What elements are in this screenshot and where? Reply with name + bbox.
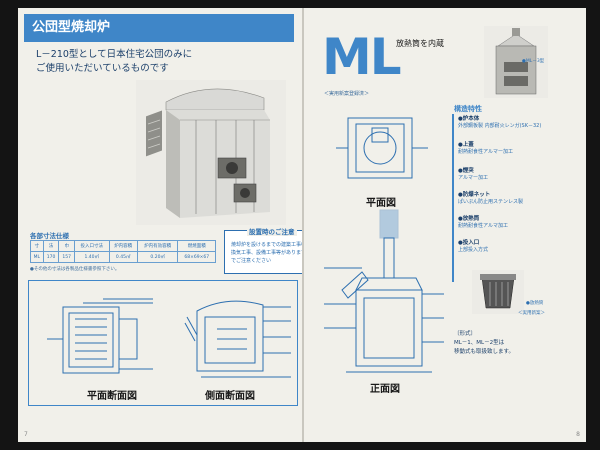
spec-table: 寸 法 巾 投入口寸法 炉内容積 炉内有効容積 燃焼面積 ML 170 157 … (30, 240, 216, 263)
feature-item: ●放熱筒耐熱耐食性アルマ加工 (458, 216, 508, 230)
feature-item: ●炉本体外部鋼板製 内部耐火レンガ(SK－32) (458, 116, 541, 130)
ml-caption: ＜実用新案登録済＞ (324, 91, 370, 97)
feature-item: ●上蓋耐熱耐食性アルマー加工 (458, 142, 513, 156)
ml-logo: ML (322, 28, 402, 86)
side-section-drawing (184, 300, 291, 378)
spec-cell: 寸 (30, 240, 44, 252)
types-line-2: 移動式も取扱致します。 (454, 349, 514, 355)
heat-cylinder-caption: ＜実用新案＞ (518, 311, 545, 316)
types-head: 〔形式〕 (454, 331, 477, 337)
caption-front-view: 正面図 (370, 384, 400, 395)
right-page: ML 放熱筒を内蔵 ＜実用新案登録済＞ ●ML－3型 構造特性 ●炉本体外部鋼板… (304, 8, 586, 442)
spec-cell: 0.20㎡ (136, 251, 179, 263)
heat-cylinder-label: ●放熱筒 (526, 301, 544, 306)
types-note: 〔形式〕 ML－1、ML－2型は 移動式も取扱致します。 (454, 330, 514, 357)
left-page: 公団型焼却炉 L－210型として日本住宅公団のみに ご使用いただいているものです… (18, 8, 316, 442)
spec-cell: 法 (42, 240, 60, 252)
feature-head: ●煙突 (458, 168, 474, 174)
feature-head: ●放熱筒 (458, 216, 480, 222)
spec-cell: 0.45㎡ (108, 251, 138, 263)
feature-item: ●防爆ネットぱいぷん防止用ステンレス製 (458, 192, 523, 206)
product-label: ●ML－3型 (522, 59, 545, 64)
feature-body: 耐熱耐食性アルマ加工 (458, 223, 508, 229)
intro-line-1: L－210型として日本住宅公団のみに (36, 49, 193, 60)
feature-body: 外部鋼板製 内部耐火レンガ(SK－32) (458, 123, 542, 129)
front-view-drawing (324, 209, 444, 373)
caption-plan-section: 平面断面図 (87, 391, 137, 402)
intro-line-2: ご使用いただいているものです (36, 63, 169, 74)
spec-cell: 1.40㎡ (74, 251, 110, 263)
section-drawings: 平面断面図 側面断面図 (28, 280, 298, 406)
spec-cell: 170 (42, 251, 60, 263)
top-plan-drawing (336, 117, 428, 179)
feature-body: アルマー加工 (458, 175, 488, 181)
spec-cell: ML (30, 251, 44, 263)
spec-cell: 巾 (58, 240, 76, 252)
caption-top-view: 平面図 (366, 198, 396, 209)
spec-cell: 燃焼面積 (177, 240, 216, 252)
spec-cell: 投入口寸法 (74, 240, 110, 252)
spec-row: ML 170 157 1.40㎡ 0.45㎡ 0.20㎡ 68×69×67 (30, 251, 216, 263)
plan-section-drawing (47, 298, 153, 374)
features-rule (452, 114, 454, 282)
notice-body: 焼却炉を設けるまでの建築工事中に換気工事、設備工事等がありますのでご注意ください (231, 242, 312, 264)
feature-head: ●上蓋 (458, 142, 474, 148)
feature-item: ●投入口上部投入方式 (458, 240, 488, 254)
feature-body: 耐熱耐食性アルマー加工 (458, 149, 513, 155)
feature-head: ●炉本体 (458, 116, 480, 122)
spec-cell: 炉内容積 (108, 240, 138, 252)
intro-text: L－210型として日本住宅公団のみに ご使用いただいているものです (36, 48, 276, 76)
notice-box: 設置時のご注意 焼却炉を設けるまでの建築工事中に換気工事、設備工事等がありますの… (224, 226, 316, 274)
spec-note: ●その他の寸法は各製品仕様書参照下さい。 (30, 267, 120, 272)
notice-title: 設置時のご注意 (247, 226, 297, 236)
feature-head: ●防爆ネット (458, 192, 491, 198)
ml-subtitle: 放熱筒を内蔵 (396, 39, 444, 48)
spec-cell: 157 (58, 251, 76, 263)
caption-side-section: 側面断面図 (205, 391, 255, 402)
feature-item: ●煙突アルマー加工 (458, 168, 488, 182)
spec-cell: 炉内有効容積 (136, 240, 179, 252)
spec-cell: 68×69×67 (177, 251, 216, 263)
feature-body: 上部投入方式 (458, 247, 489, 253)
ml3-photo (484, 26, 548, 98)
heat-cylinder-photo (472, 270, 524, 314)
feature-body: ぱいぷん防止用ステンレス製 (458, 199, 524, 205)
page-number: 8 (576, 431, 580, 438)
spec-row: 寸 法 巾 投入口寸法 炉内容積 炉内有効容積 燃焼面積 (30, 240, 216, 252)
page-title: 公団型焼却炉 (24, 14, 294, 42)
page-number: 7 (24, 431, 28, 438)
types-line-1: ML－1、ML－2型は (454, 340, 505, 346)
feature-head: ●投入口 (458, 240, 480, 246)
spec-title: 各部寸法仕様 (30, 232, 69, 240)
incinerator-photo (136, 80, 286, 225)
spine (302, 8, 304, 442)
features-title: 構造特性 (454, 105, 482, 113)
